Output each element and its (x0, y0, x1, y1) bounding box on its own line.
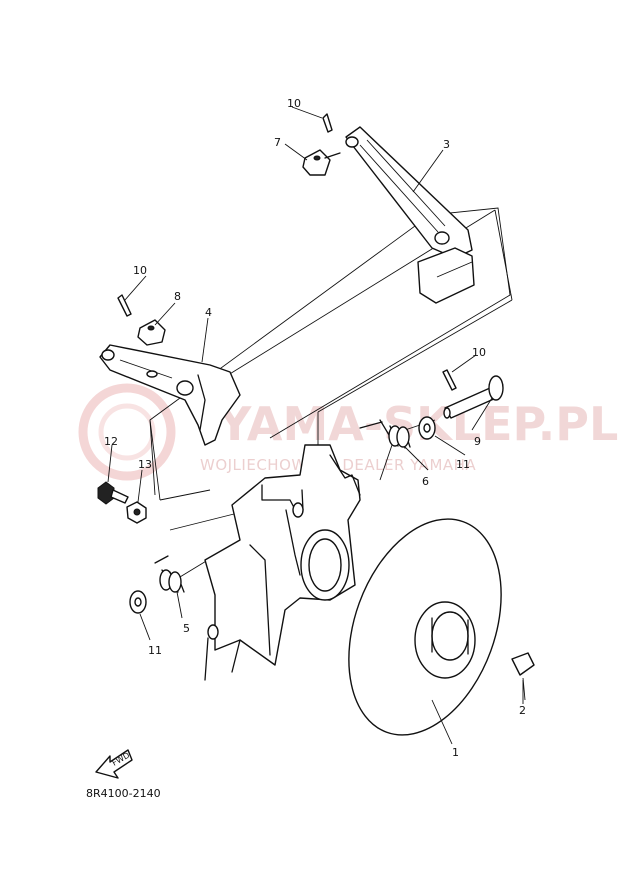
callout-5: 5 (183, 622, 190, 635)
callout-12: 12 (104, 435, 118, 448)
bolt-and-nut (97, 481, 147, 524)
callout-9: 9 (474, 435, 481, 448)
leader-lines (107, 106, 524, 745)
housing-bracket (204, 444, 361, 681)
callout-3: 3 (443, 138, 450, 151)
callout-4: 4 (205, 306, 212, 319)
callout-10-left: 10 (133, 264, 147, 277)
washers (129, 416, 436, 614)
callout-6: 6 (422, 475, 429, 488)
callout-10-right: 10 (472, 346, 486, 359)
watermark: YAMA-SKLEP.PL WOJLIECHOWSCY DEALER YAMAH… (78, 383, 618, 481)
callout-13: 13 (138, 458, 152, 471)
diagram-code: 8R4100-2140 (86, 787, 161, 800)
callout-labels: 1 2 3 4 5 6 7 8 9 10 10 10 11 11 12 13 (104, 97, 526, 759)
callout-8: 8 (174, 290, 181, 303)
callout-1: 1 (452, 746, 459, 759)
springs (154, 419, 411, 593)
arm-lower (99, 344, 241, 446)
callout-7: 7 (274, 136, 281, 149)
cotter-pins (117, 113, 457, 391)
watermark-main: YAMA-SKLEP.PL (217, 397, 618, 451)
pin (443, 375, 504, 419)
joint-upper (302, 149, 341, 176)
callout-2: 2 (519, 704, 526, 717)
callout-11-right: 11 (456, 458, 470, 471)
key (511, 652, 535, 701)
sheave (348, 518, 502, 736)
callout-11-left: 11 (148, 644, 162, 657)
arm-upper (345, 126, 475, 304)
callout-10-top: 10 (287, 97, 301, 110)
fwd-arrow: FWD (95, 749, 133, 779)
joint-lower (137, 319, 166, 346)
